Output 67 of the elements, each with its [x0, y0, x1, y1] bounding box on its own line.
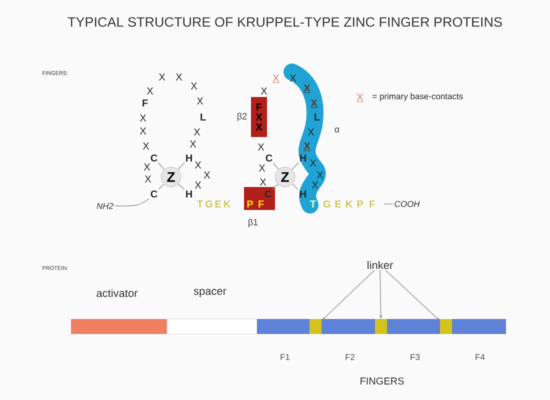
connector-line: [158, 184, 164, 190]
residue-letter: X: [196, 98, 204, 104]
residue-letter: F: [370, 200, 375, 208]
residue-letter: H: [300, 190, 306, 198]
residue-letter: X: [258, 164, 266, 172]
residue-letter: H: [300, 154, 306, 162]
base-contact-letter: X: [356, 94, 364, 100]
residue-letter: C: [266, 154, 272, 162]
strand-label: β2: [238, 112, 247, 122]
residue-letter: F: [142, 100, 148, 106]
residue-letter: C: [150, 190, 158, 198]
domain-label: spacer: [194, 288, 226, 298]
linker-segment: [375, 319, 387, 334]
connector-line: [272, 162, 279, 170]
residue-letter: E: [335, 200, 341, 208]
domain-label: activator: [96, 288, 138, 298]
residue-letter: T: [197, 200, 203, 208]
linker-segment: [310, 319, 322, 334]
strand-label: β1: [248, 218, 258, 228]
residue-letter: X: [194, 162, 202, 168]
connector-line: [178, 184, 185, 190]
strand-label: α: [334, 128, 340, 132]
connector-line: [292, 184, 299, 190]
title: TYPICAL STRUCTURE OF KRUPPEL-TYPE ZINC FINGER PROTEINS: [68, 17, 502, 27]
residue-letter: P: [357, 200, 363, 208]
residue-letter: X: [144, 164, 150, 170]
terminus-label: COOH: [394, 201, 420, 207]
residue-letter: C: [264, 190, 272, 198]
residue-letter: G: [206, 200, 212, 208]
residue-letter: X: [204, 172, 210, 178]
beta-strand-box: F X X: [251, 97, 267, 137]
linker-segment: [440, 319, 452, 334]
callout-text: linker: [368, 260, 393, 270]
finger-label: F4: [476, 354, 485, 360]
residue-letter: E: [215, 200, 221, 208]
finger-label: F2: [346, 354, 355, 360]
residue-letter: X: [140, 128, 146, 134]
residue-letter: X: [158, 74, 166, 80]
residue-letter: X: [258, 144, 264, 150]
residue-letter: C: [150, 154, 158, 162]
residue-letter: X: [260, 178, 266, 186]
residue-letter: K: [346, 200, 353, 208]
residue-letter: X: [144, 176, 152, 182]
group-label: FINGERS: [360, 377, 404, 385]
residue-letter: L: [200, 114, 206, 120]
connector-line: [272, 184, 278, 190]
residue-letter: G: [324, 200, 330, 208]
finger-label: F1: [280, 354, 290, 360]
terminus-label: NH2: [96, 203, 114, 209]
residue-letter: X: [140, 114, 146, 122]
residue-letter: X: [194, 182, 202, 188]
legend-text: = primary base-contacts: [372, 93, 463, 101]
residue-letter: X: [146, 88, 154, 94]
finger-label: F3: [410, 354, 420, 360]
connector-line: [178, 162, 185, 170]
base-contact-letter: X: [272, 74, 280, 82]
residue-letter: H: [186, 154, 192, 162]
residue-letter: X: [142, 142, 150, 150]
connector-line: [292, 162, 299, 170]
connector-line: [158, 162, 165, 170]
residue-letter: X: [190, 140, 196, 148]
residue-letter: X: [176, 74, 182, 80]
residue-letter: X: [190, 82, 198, 90]
residue-letter: X: [194, 128, 200, 136]
connector-line: [114, 198, 150, 206]
residue-letter: K: [224, 200, 231, 208]
residue-letter: H: [186, 190, 192, 198]
